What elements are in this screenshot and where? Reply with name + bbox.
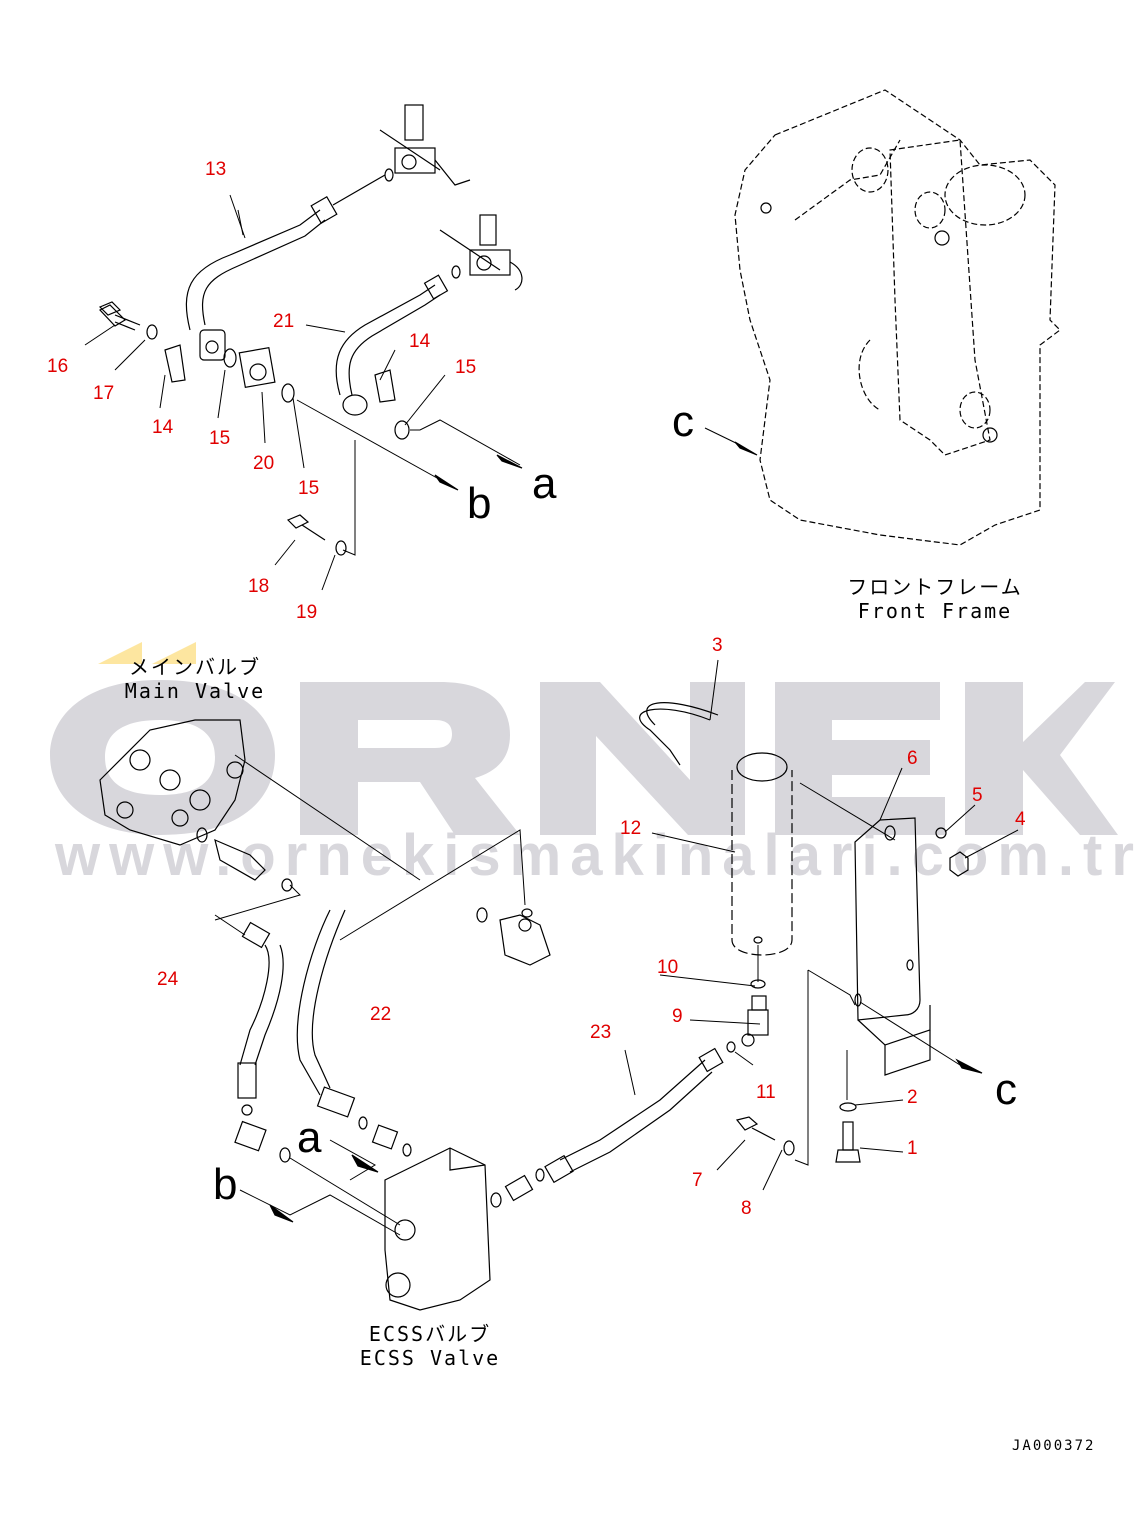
accumulator-3: [639, 702, 793, 956]
front-frame-caption: フロントフレーム Front Frame: [845, 575, 1025, 623]
callout-3: 3: [712, 635, 723, 656]
bolt-16: [98, 301, 141, 326]
callout-19: 19: [296, 602, 318, 623]
arrow-b-top: [434, 474, 459, 491]
ecss-valve-label-en: ECSS Valve: [359, 1346, 501, 1370]
watermark-accent-icon: [98, 642, 196, 664]
front-frame-label-jp: フロントフレーム: [847, 575, 1023, 599]
arrow-a-top: [496, 454, 523, 469]
callout-24: 24: [157, 969, 179, 990]
callout-1: 1: [907, 1138, 918, 1159]
callout-13: 13: [205, 159, 227, 180]
oring-11: [726, 1041, 736, 1053]
bolt-7: [735, 1116, 776, 1141]
flange-14-a: [99, 304, 186, 383]
split-flange-20: [199, 329, 295, 403]
callout-2: 2: [907, 1087, 918, 1108]
front-frame-bolts: [760, 202, 998, 443]
view-letter-b-bottom: b: [213, 1160, 238, 1209]
callout-15: 15: [209, 428, 231, 449]
arrow-a-bottom: [351, 1154, 379, 1173]
callout-16: 16: [47, 356, 69, 377]
washer-8: [783, 1140, 795, 1156]
bracket-leaders: [624, 767, 1019, 1191]
callout-23: 23: [590, 1022, 612, 1043]
arrow-c-top: [734, 441, 758, 456]
arrow-c-bottom: [955, 1058, 983, 1074]
ecss-valve-label-jp: ECSSバルブ: [368, 1322, 492, 1346]
main-valve-leaders: [214, 754, 526, 941]
hose-23: [490, 1047, 724, 1208]
bolt-1: [835, 1121, 861, 1163]
callout-5: 5: [972, 785, 983, 806]
hose-22: [296, 909, 412, 1157]
front-frame: [734, 89, 1061, 546]
callout-12: 12: [620, 818, 642, 839]
hose-13: [185, 168, 394, 331]
main-valve-caption: メインバルブ Main Valve: [120, 655, 270, 703]
ecss-leaders: [239, 1139, 401, 1236]
bracket-6: [854, 817, 969, 1076]
hose-21: [335, 265, 461, 440]
arrow-b-bottom: [269, 1204, 294, 1223]
main-valve-label-jp: メインバルブ: [129, 655, 261, 679]
watermark-logo: [50, 680, 1118, 835]
callout-14: 14: [152, 417, 174, 438]
view-letter-c-bottom: c: [995, 1065, 1017, 1114]
callout-21: 21: [273, 311, 295, 332]
drawing-code: JA000372: [1012, 1438, 1096, 1454]
callout-9: 9: [672, 1006, 683, 1027]
callout-15: 15: [298, 478, 320, 499]
callout-17: 17: [93, 383, 115, 404]
callout-7: 7: [692, 1170, 703, 1191]
view-letter-b-top: b: [467, 479, 492, 528]
oring-10: [750, 979, 766, 989]
view-letter-a-bottom: a: [297, 1113, 322, 1162]
hose-24: [234, 921, 284, 1152]
callout-15: 15: [455, 357, 477, 378]
view-letter-c-top: c: [672, 397, 694, 446]
top-left-leaders: [84, 194, 521, 591]
callout-8: 8: [741, 1198, 752, 1219]
callout-22: 22: [370, 1004, 392, 1025]
callout-6: 6: [907, 748, 918, 769]
top-tee-fitting-2: [439, 214, 523, 291]
main-valve-label-en: Main Valve: [124, 679, 266, 703]
callout-18: 18: [248, 576, 270, 597]
front-frame-label-en: Front Frame: [857, 599, 1013, 623]
ecss-valve: [279, 1147, 491, 1311]
view-letter-a-top: a: [532, 459, 557, 508]
tee-fitting-mid: [476, 907, 551, 966]
bolt-18: [286, 514, 347, 556]
main-valve: [99, 719, 293, 892]
accumulator-leaders: [651, 659, 896, 982]
callout-10: 10: [657, 957, 679, 978]
callout-20: 20: [253, 453, 275, 474]
top-tee-fitting-1: [379, 104, 471, 186]
callout-4: 4: [1015, 809, 1026, 830]
washer-2: [839, 1102, 857, 1112]
elbow-9: [741, 995, 769, 1047]
ecss-valve-caption: ECSSバルブ ECSS Valve: [355, 1322, 505, 1370]
callout-14: 14: [409, 331, 431, 352]
callout-11: 11: [756, 1082, 776, 1103]
